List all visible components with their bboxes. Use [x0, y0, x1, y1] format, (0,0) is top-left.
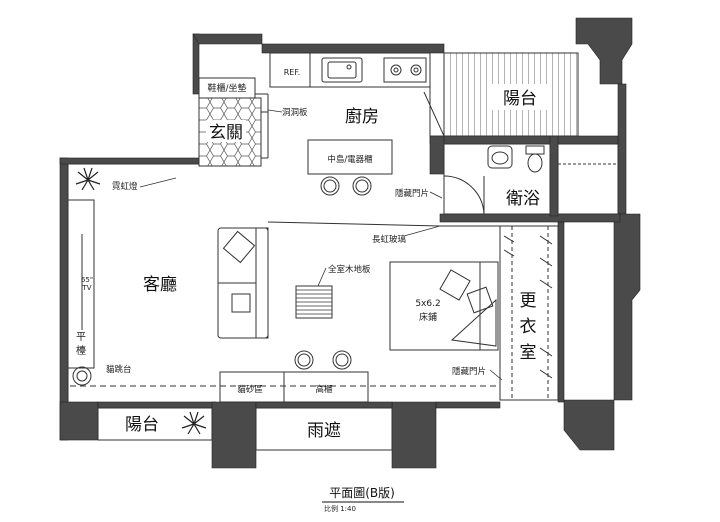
- wood-floor-swatch: [295, 285, 333, 319]
- balcony-top-label: 陽台: [503, 89, 537, 109]
- platform-label-1: 平: [76, 332, 86, 343]
- platform-label-2: 檯: [76, 344, 86, 357]
- walls: [59, 17, 641, 469]
- cat-platform-label: 貓跳台: [106, 364, 132, 375]
- closet-label-2: 衣: [520, 317, 537, 337]
- entrance: [198, 77, 283, 167]
- canopy-label: 雨遮: [307, 421, 341, 441]
- bathroom: [443, 143, 619, 215]
- pegboard-label: 洞洞板: [282, 107, 308, 118]
- entrance-label: 玄關: [209, 123, 243, 143]
- tv-wall: [67, 199, 95, 386]
- shoe-cabinet-label: 鞋櫃/坐墊: [207, 82, 246, 94]
- plan-scale: 比例 1:40: [324, 504, 356, 513]
- bathroom-label: 衛浴: [506, 189, 540, 209]
- closet-label-1: 更: [520, 291, 537, 311]
- hidden-door-label-2: 隱藏門片: [452, 366, 486, 377]
- fridge-label: REF.: [284, 68, 300, 77]
- neon-label: 霓虹燈: [112, 181, 138, 192]
- long-glass-label: 長虹玻璃: [372, 234, 407, 245]
- tv-size-label: 65": [81, 276, 93, 284]
- plant-bottom: [181, 411, 207, 435]
- bed-label: 床鋪: [419, 311, 437, 323]
- living-room-label: 客廳: [143, 275, 177, 295]
- plant-top-left: [75, 167, 101, 191]
- bar-stools: [294, 350, 352, 370]
- tv-label: TV: [81, 284, 91, 292]
- closet-label-3: 室: [520, 343, 537, 363]
- closet: [499, 225, 559, 401]
- bed: [389, 261, 499, 351]
- bottom-cabinets: [219, 371, 369, 403]
- hidden-door-label-1: 隱藏門片: [395, 188, 429, 199]
- plan-title: 平面圖(B版): [329, 486, 395, 500]
- litter-label: 貓砂區: [237, 384, 263, 395]
- sofa: [217, 227, 269, 339]
- high-cabinet-label: 高櫃: [315, 384, 333, 395]
- bed-size-label: 5x6.2: [415, 299, 440, 309]
- kitchen-label: 廚房: [345, 106, 379, 127]
- wood-floor-label: 全室木地板: [328, 264, 371, 275]
- top-balcony: 陽台: [423, 52, 579, 137]
- balcony-bottom-label: 陽台: [125, 415, 159, 435]
- island-label: 中島/電器櫃: [327, 154, 373, 165]
- island: [307, 139, 393, 196]
- kitchen-counter: [269, 52, 431, 88]
